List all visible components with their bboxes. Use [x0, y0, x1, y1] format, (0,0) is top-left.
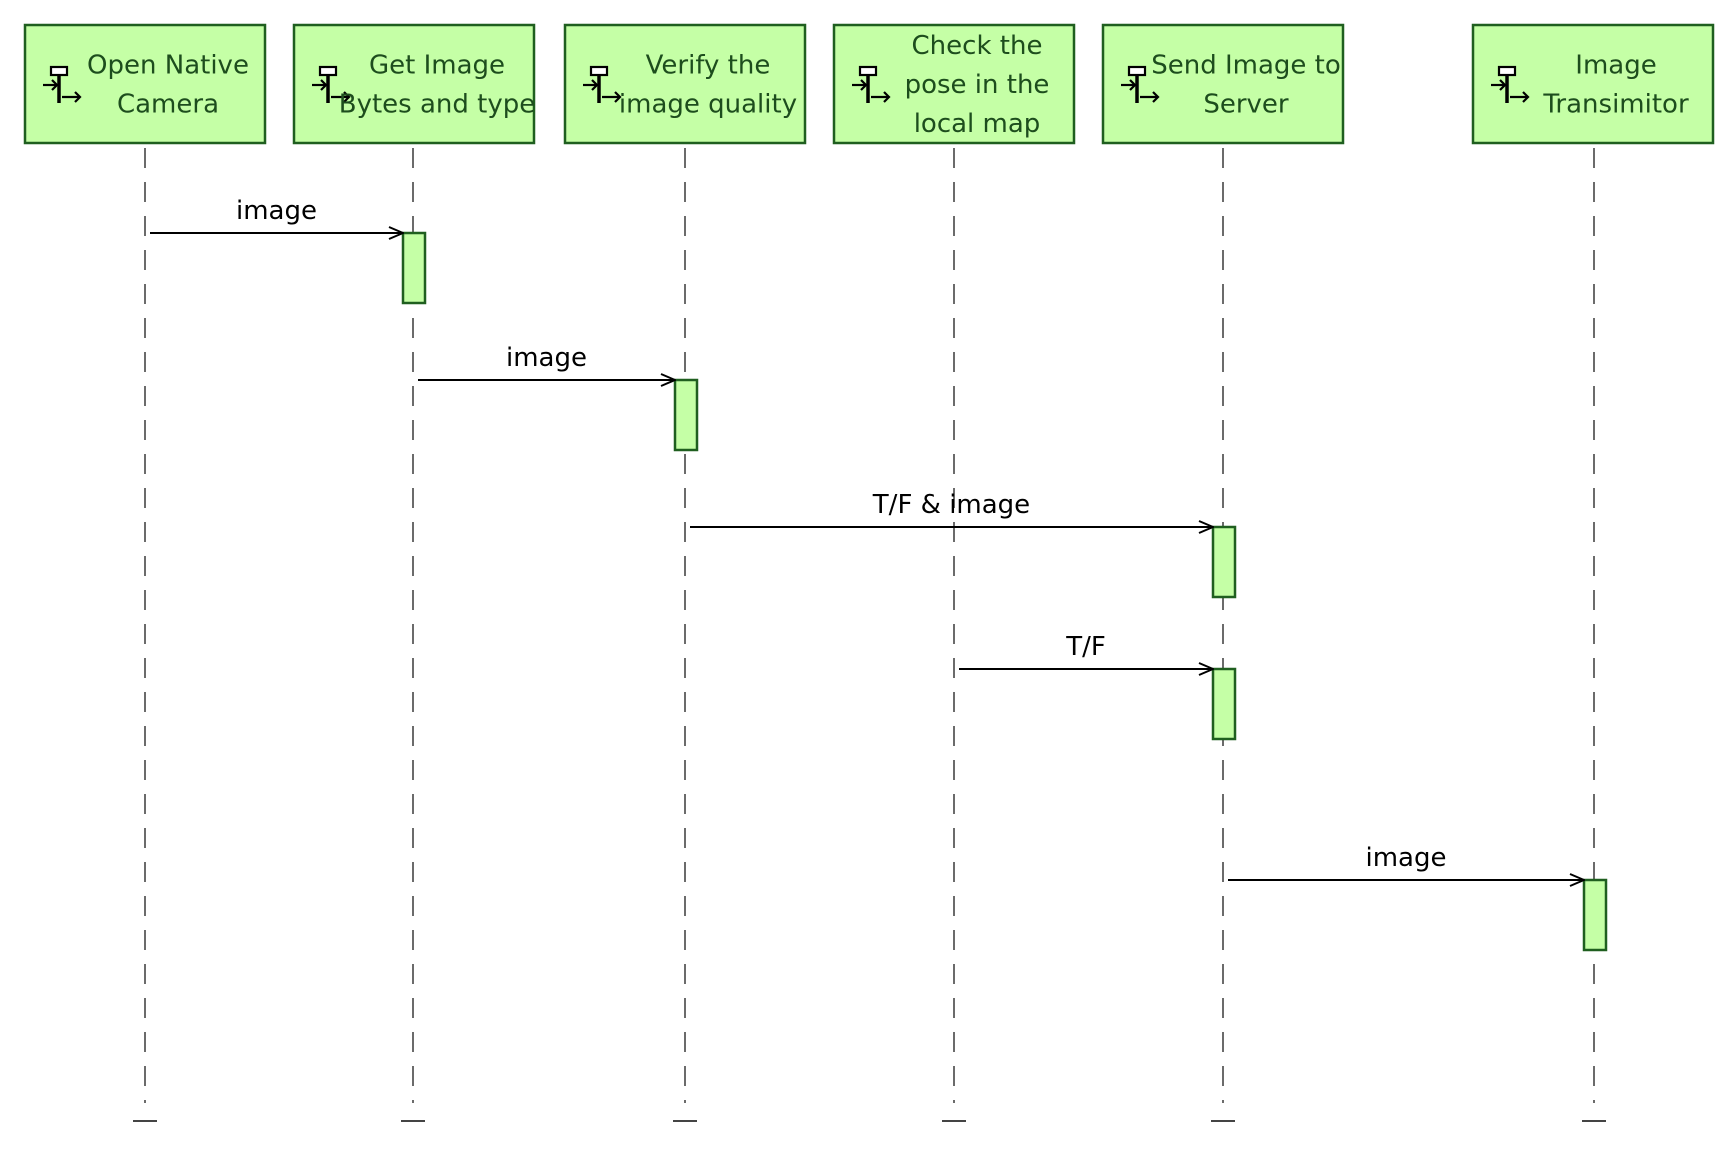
participant-label-line: Get Image — [369, 51, 505, 81]
participant-label-line: Image — [1575, 51, 1656, 81]
participant-box[interactable] — [1471, 23, 1715, 145]
participant-label-line: Camera — [117, 90, 219, 120]
activation-bar — [673, 378, 699, 452]
interface-component-icon — [852, 65, 891, 103]
participant-box[interactable] — [832, 23, 1076, 145]
message-label: T/F & image — [872, 490, 1030, 520]
participant-label-line: Open Native — [87, 51, 249, 81]
interface-component-icon — [1121, 65, 1160, 103]
participant-box[interactable] — [563, 23, 807, 145]
message[interactable]: T/F & image — [690, 490, 1213, 527]
participant-label-line: pose in the — [905, 70, 1050, 100]
message-label: image — [236, 196, 317, 226]
message[interactable]: image — [418, 343, 675, 380]
message-label: image — [506, 343, 587, 373]
message[interactable]: image — [150, 196, 403, 233]
participant-label-line: Bytes and type — [339, 90, 536, 120]
interface-component-icon — [312, 65, 351, 103]
interface-component-icon — [43, 65, 82, 103]
participant-label-line: Check the — [912, 31, 1043, 61]
message-label: image — [1366, 843, 1447, 873]
participant-label-line: Transimitor — [1542, 90, 1689, 120]
participant-label-line: local map — [914, 109, 1041, 139]
participant-box[interactable] — [23, 23, 267, 145]
message-label: T/F — [1065, 632, 1106, 662]
activation-bar — [401, 231, 427, 305]
activation-bar — [1211, 525, 1237, 599]
participant-box[interactable] — [292, 23, 536, 145]
participant-send-image-to-server[interactable]: Send Image to Server — [1101, 23, 1345, 145]
participant-verify-image-quality[interactable]: Verify the image quality — [563, 23, 807, 145]
participant-label-line: Send Image to — [1151, 51, 1341, 81]
participant-label-line: Server — [1203, 90, 1289, 120]
interface-component-icon — [583, 65, 622, 103]
activation-bar — [1211, 667, 1237, 741]
participant-label-line: Verify the — [646, 51, 771, 81]
participant-box[interactable] — [1101, 23, 1345, 145]
participant-label-line: image quality — [619, 90, 797, 120]
message[interactable]: image — [1228, 843, 1584, 880]
participant-check-pose[interactable]: Check the pose in the local map — [832, 23, 1076, 145]
interface-component-icon — [1491, 65, 1530, 103]
activation-bar — [1582, 878, 1608, 952]
message[interactable]: T/F — [959, 632, 1213, 669]
